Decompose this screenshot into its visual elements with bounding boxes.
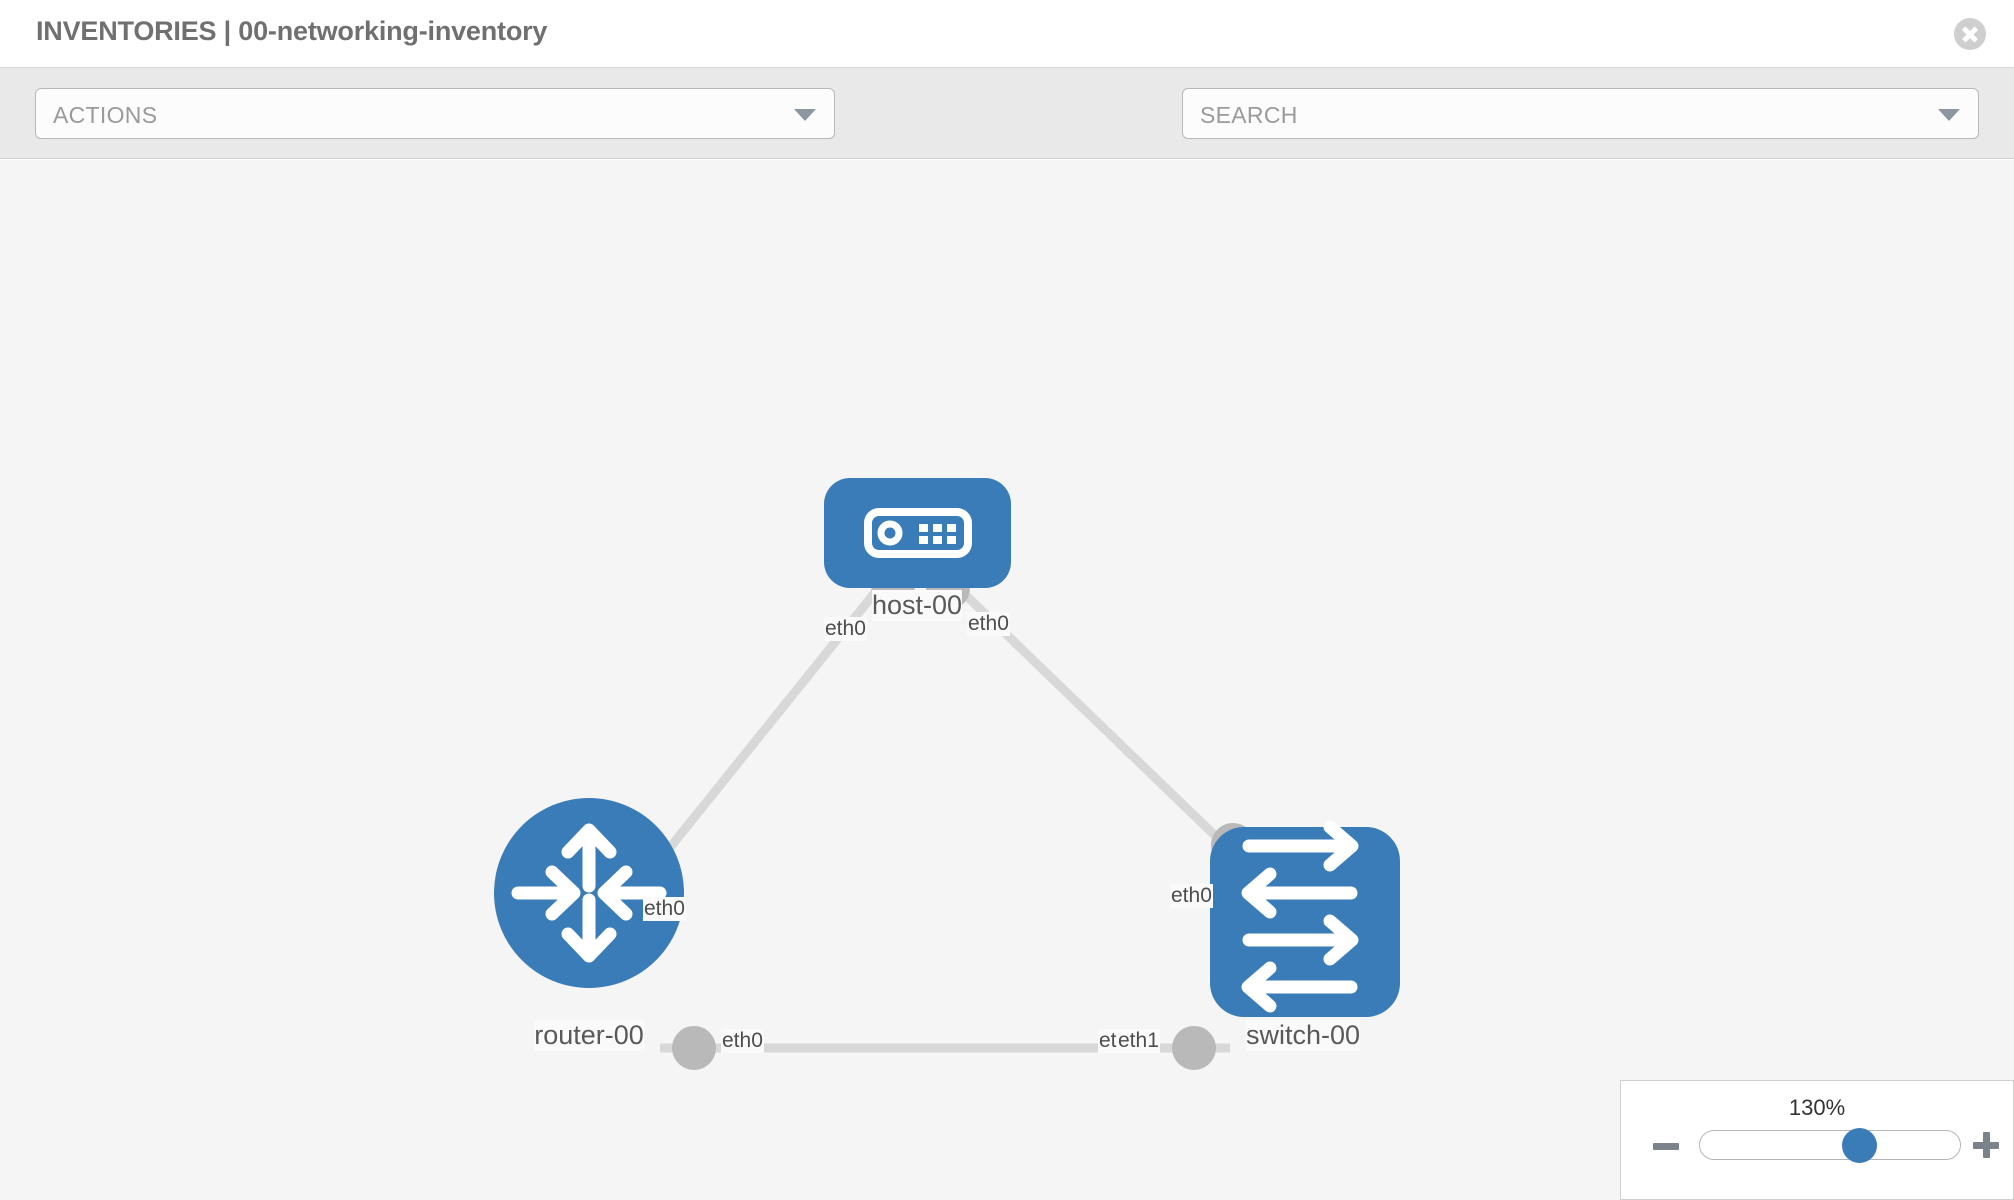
node-label-switch-00[interactable]: switch-00 [1245,1020,1361,1051]
page-title: INVENTORIES | 00-networking-inventory [36,16,548,46]
actions-dropdown[interactable]: ACTIONS [35,88,835,139]
topology-links [656,576,1234,1053]
topology-graph [494,478,1400,1070]
topology-canvas[interactable]: host-00 router-00 switch-00 eth0 eth0 et… [0,160,2014,1200]
toolbar: ACTIONS SEARCH [0,68,2014,201]
node-label-host-00[interactable]: host-00 [871,590,963,621]
node-switch-00-shape [1210,827,1400,1017]
zoom-out-button[interactable] [1653,1143,1679,1150]
zoom-control: 130% [1620,1080,2014,1200]
chevron-down-icon [1938,109,1960,121]
iface-label-router-up[interactable]: eth0 [643,897,686,921]
iface-label-switch-up[interactable]: eth0 [1170,884,1213,908]
zoom-slider[interactable] [1699,1128,1961,1163]
zoom-slider-handle[interactable] [1842,1128,1877,1163]
router-arrows-icon [511,823,667,963]
iface-label-host-left[interactable]: eth0 [824,617,867,641]
zoom-in-button[interactable] [1973,1132,1999,1158]
switch-arrows-icon [1241,820,1359,1013]
node-switch-00 [1210,820,1400,1017]
search-input-value: SEARCH [1200,102,1298,128]
zoom-level-label: 130% [1788,1095,1846,1120]
search-input[interactable]: SEARCH [1182,88,1979,139]
chevron-down-icon [794,109,816,121]
topology-connectors [629,563,1255,1070]
iface-label-switch-left-b[interactable]: eth1 [1117,1029,1160,1053]
iface-label-host-right[interactable]: eth0 [967,612,1010,636]
plus-icon-vertical [1982,1132,1990,1158]
node-host-00 [824,478,1011,588]
page-header: INVENTORIES | 00-networking-inventory [0,0,2014,68]
node-router-00 [494,798,684,988]
close-icon[interactable] [1954,18,1986,50]
node-host-00-shape [824,478,1011,588]
node-label-router-00[interactable]: router-00 [534,1020,644,1051]
connector-switch-left [1172,1026,1216,1070]
node-router-00-shape [494,798,684,988]
actions-dropdown-label: ACTIONS [53,102,158,128]
connector-router-right [672,1026,716,1070]
iface-label-router-right[interactable]: eth0 [721,1029,764,1053]
server-icon [864,508,972,558]
